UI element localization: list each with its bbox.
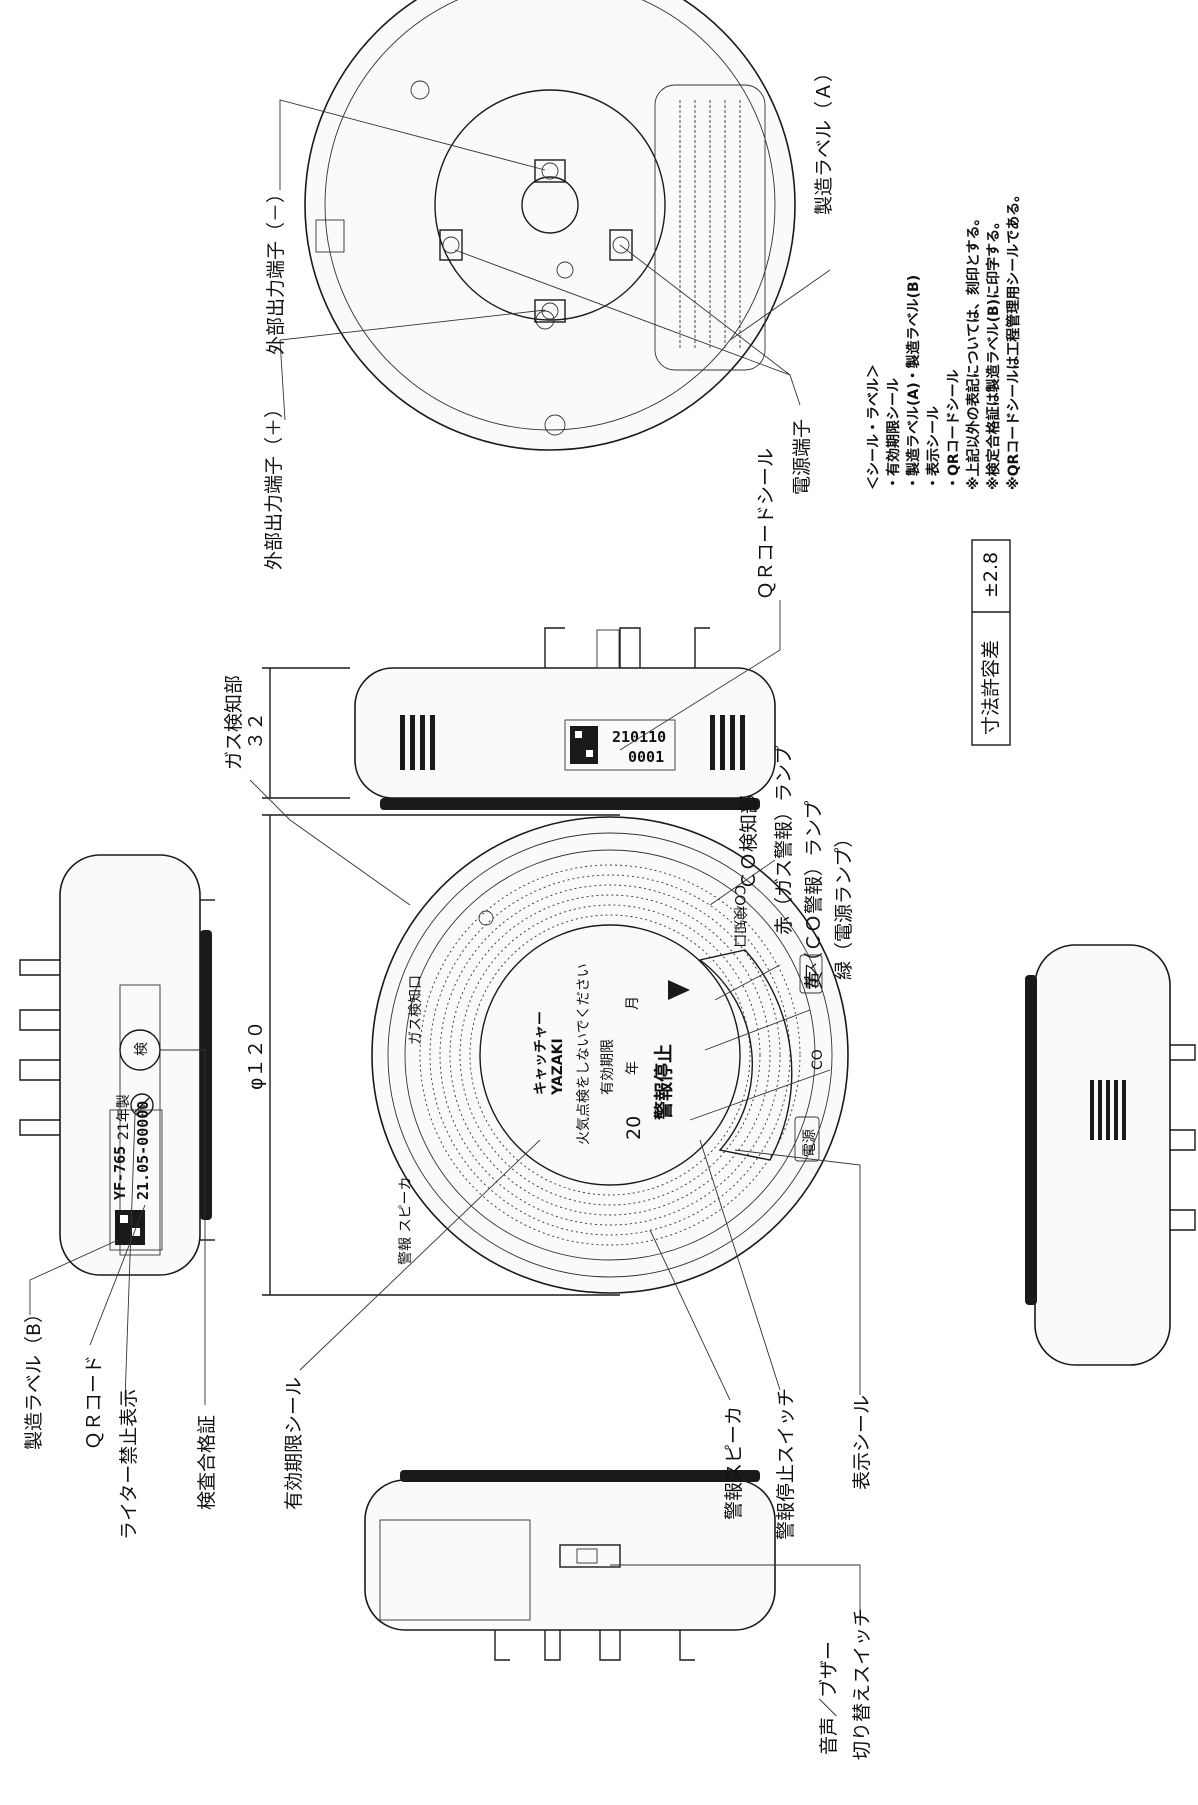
label-qr-code: ＱＲコード (83, 1355, 105, 1450)
side-label-year: 21年製 (116, 1094, 132, 1140)
vent-slots-right (710, 715, 745, 770)
side-view-top-left: YF-765 21年製 21.05-00000 検 (19, 854, 215, 1276)
expiry-year-unit: 年 (625, 1061, 641, 1075)
lamp-power-label: 電源 (802, 1129, 818, 1157)
label-yellow-lamp: 黄（ＣＯ警報）ランプ (803, 801, 825, 990)
label-gas-sensor: ガス検知部 (223, 675, 245, 770)
label-ext-out-plus: 外部出力端子（＋） (263, 399, 285, 570)
vent-slots (1090, 1080, 1126, 1140)
note-line-0: ＜シール・ラベル＞ (866, 364, 882, 490)
sound-switch-knob[interactable] (559, 1544, 621, 1568)
label-switch-toggle: 切り替えスイッチ (851, 1608, 873, 1760)
rim-co-port: CO検知口 (731, 885, 748, 948)
side-view-bottom-right (1025, 944, 1196, 1366)
brand-jp: キャッチャー (533, 1011, 549, 1095)
dimension-diameter: φ１２０ (245, 814, 620, 1296)
label-inspection-cert: 検査合格証 (196, 1415, 218, 1510)
lamp-power (794, 1116, 820, 1162)
rim-gas-port: ガス検知口 (407, 975, 424, 1045)
note-line-3: ・表示シール (925, 406, 942, 490)
expiry-year: 20 (623, 1116, 645, 1140)
mfg-label-a-area (654, 84, 766, 371)
label-expiry-seal: 有効期限シール (283, 1377, 305, 1510)
vent-slots-left (400, 715, 435, 770)
label-power-terminal: 電源端子 (791, 419, 813, 495)
note-line-5: ※上記以外の表記については、刻印とする。 (965, 212, 982, 491)
qr-seal-line1: 210110 (612, 728, 666, 746)
note-line-7: ※QRコードシールは工程管理用シールである。 (1005, 188, 1022, 490)
warning-text: 火気点検をしないでください (576, 963, 592, 1145)
tolerance-header: 寸法許容差 (980, 640, 1002, 735)
side-label-model: YF-765 (111, 1146, 129, 1200)
side-view-bottom-left (364, 1470, 776, 1661)
rim-speaker: 警報 スピーカ (398, 1177, 414, 1265)
expiry-month-unit: 月 (625, 996, 641, 1010)
label-lighter-prohibited: ライター禁止表示 (118, 1389, 140, 1540)
note-line-4: ・QRコードシール (946, 369, 962, 490)
label-ext-out-minus: 外部出力端子（－） (265, 184, 287, 355)
label-alarm-stop-switch: 警報停止スイッチ (775, 1388, 797, 1540)
cert-mark: 検 (134, 1042, 150, 1056)
lighter-prohibited-icon (130, 1093, 154, 1117)
lamp-co-label: CO (810, 1049, 826, 1070)
label-co-sensor: ＣＯ検知部 (738, 795, 760, 890)
label-display-seal: 表示シール (851, 1395, 873, 1490)
dimension-height: ３２ (245, 667, 350, 799)
terminal-power-1 (439, 229, 463, 261)
label-alarm-speaker: 警報スピーカ (723, 1406, 745, 1520)
label-red-lamp: 赤（ガス警報）ランプ (773, 746, 795, 935)
note-line-2: ・製造ラベル(A)・製造ラベル(B) (905, 275, 922, 490)
stop-button-label[interactable]: 警報停止 (652, 1044, 675, 1120)
terminal-ext-minus (534, 159, 566, 183)
tolerance-table: 寸法許容差 ±2.8 (971, 539, 1011, 746)
side-qr-code (115, 1210, 145, 1245)
lamp-gas-label: ガス (804, 962, 820, 990)
expiry-title: 有効期限 (600, 1039, 616, 1095)
leader-lines (29, 99, 861, 1620)
label-qr-seal: ＱＲコードシール (755, 448, 777, 600)
callout-labels: 製造ラベル（B） ＱＲコード ライター禁止表示 検査合格証 有効期限シール 音声… (23, 63, 873, 1760)
lamp-window: ガス CO 電源 (698, 949, 826, 1162)
dimension-height-label: ３２ (245, 712, 267, 750)
tolerance-value: ±2.8 (980, 552, 1002, 598)
side-label-serial: 21.05-00000 (134, 1101, 152, 1200)
note-line-1: ・有効期限シール (885, 378, 902, 490)
notes: ＜シール・ラベル＞ ・有効期限シール ・製造ラベル(A)・製造ラベル(B) ・表… (866, 188, 1022, 490)
mfg-label-a-text-lines (679, 100, 741, 350)
qr-seal-line2: 0001 (628, 748, 664, 766)
qr-seal: 210110 0001 (564, 719, 676, 771)
label-green-lamp: 緑（電源ランプ） (833, 829, 855, 980)
label-mfg-label-a: 製造ラベル（Ａ） (813, 63, 835, 215)
lamp-gas (799, 954, 823, 994)
terminal-power-2 (609, 229, 633, 261)
stop-arrow-icon (668, 980, 690, 1000)
speaker-grille-rings (419, 864, 801, 1246)
note-line-6: ※検定合格証は製造ラベル(B)に印字する。 (985, 215, 1002, 490)
front-view: ガス CO 電源 キャッチャー YAZAKI 火気点検をしないでください 有効期… (371, 816, 849, 1294)
brand-en: YAZAKI (550, 1038, 566, 1096)
dimension-diameter-label: φ１２０ (245, 1020, 267, 1090)
label-mfg-label-b: 製造ラベル（B） (23, 1304, 45, 1450)
side-view-middle: 210110 0001 (354, 627, 776, 810)
back-view (304, 0, 796, 451)
label-sound-buzzer: 音声／ブザー (817, 1641, 840, 1755)
